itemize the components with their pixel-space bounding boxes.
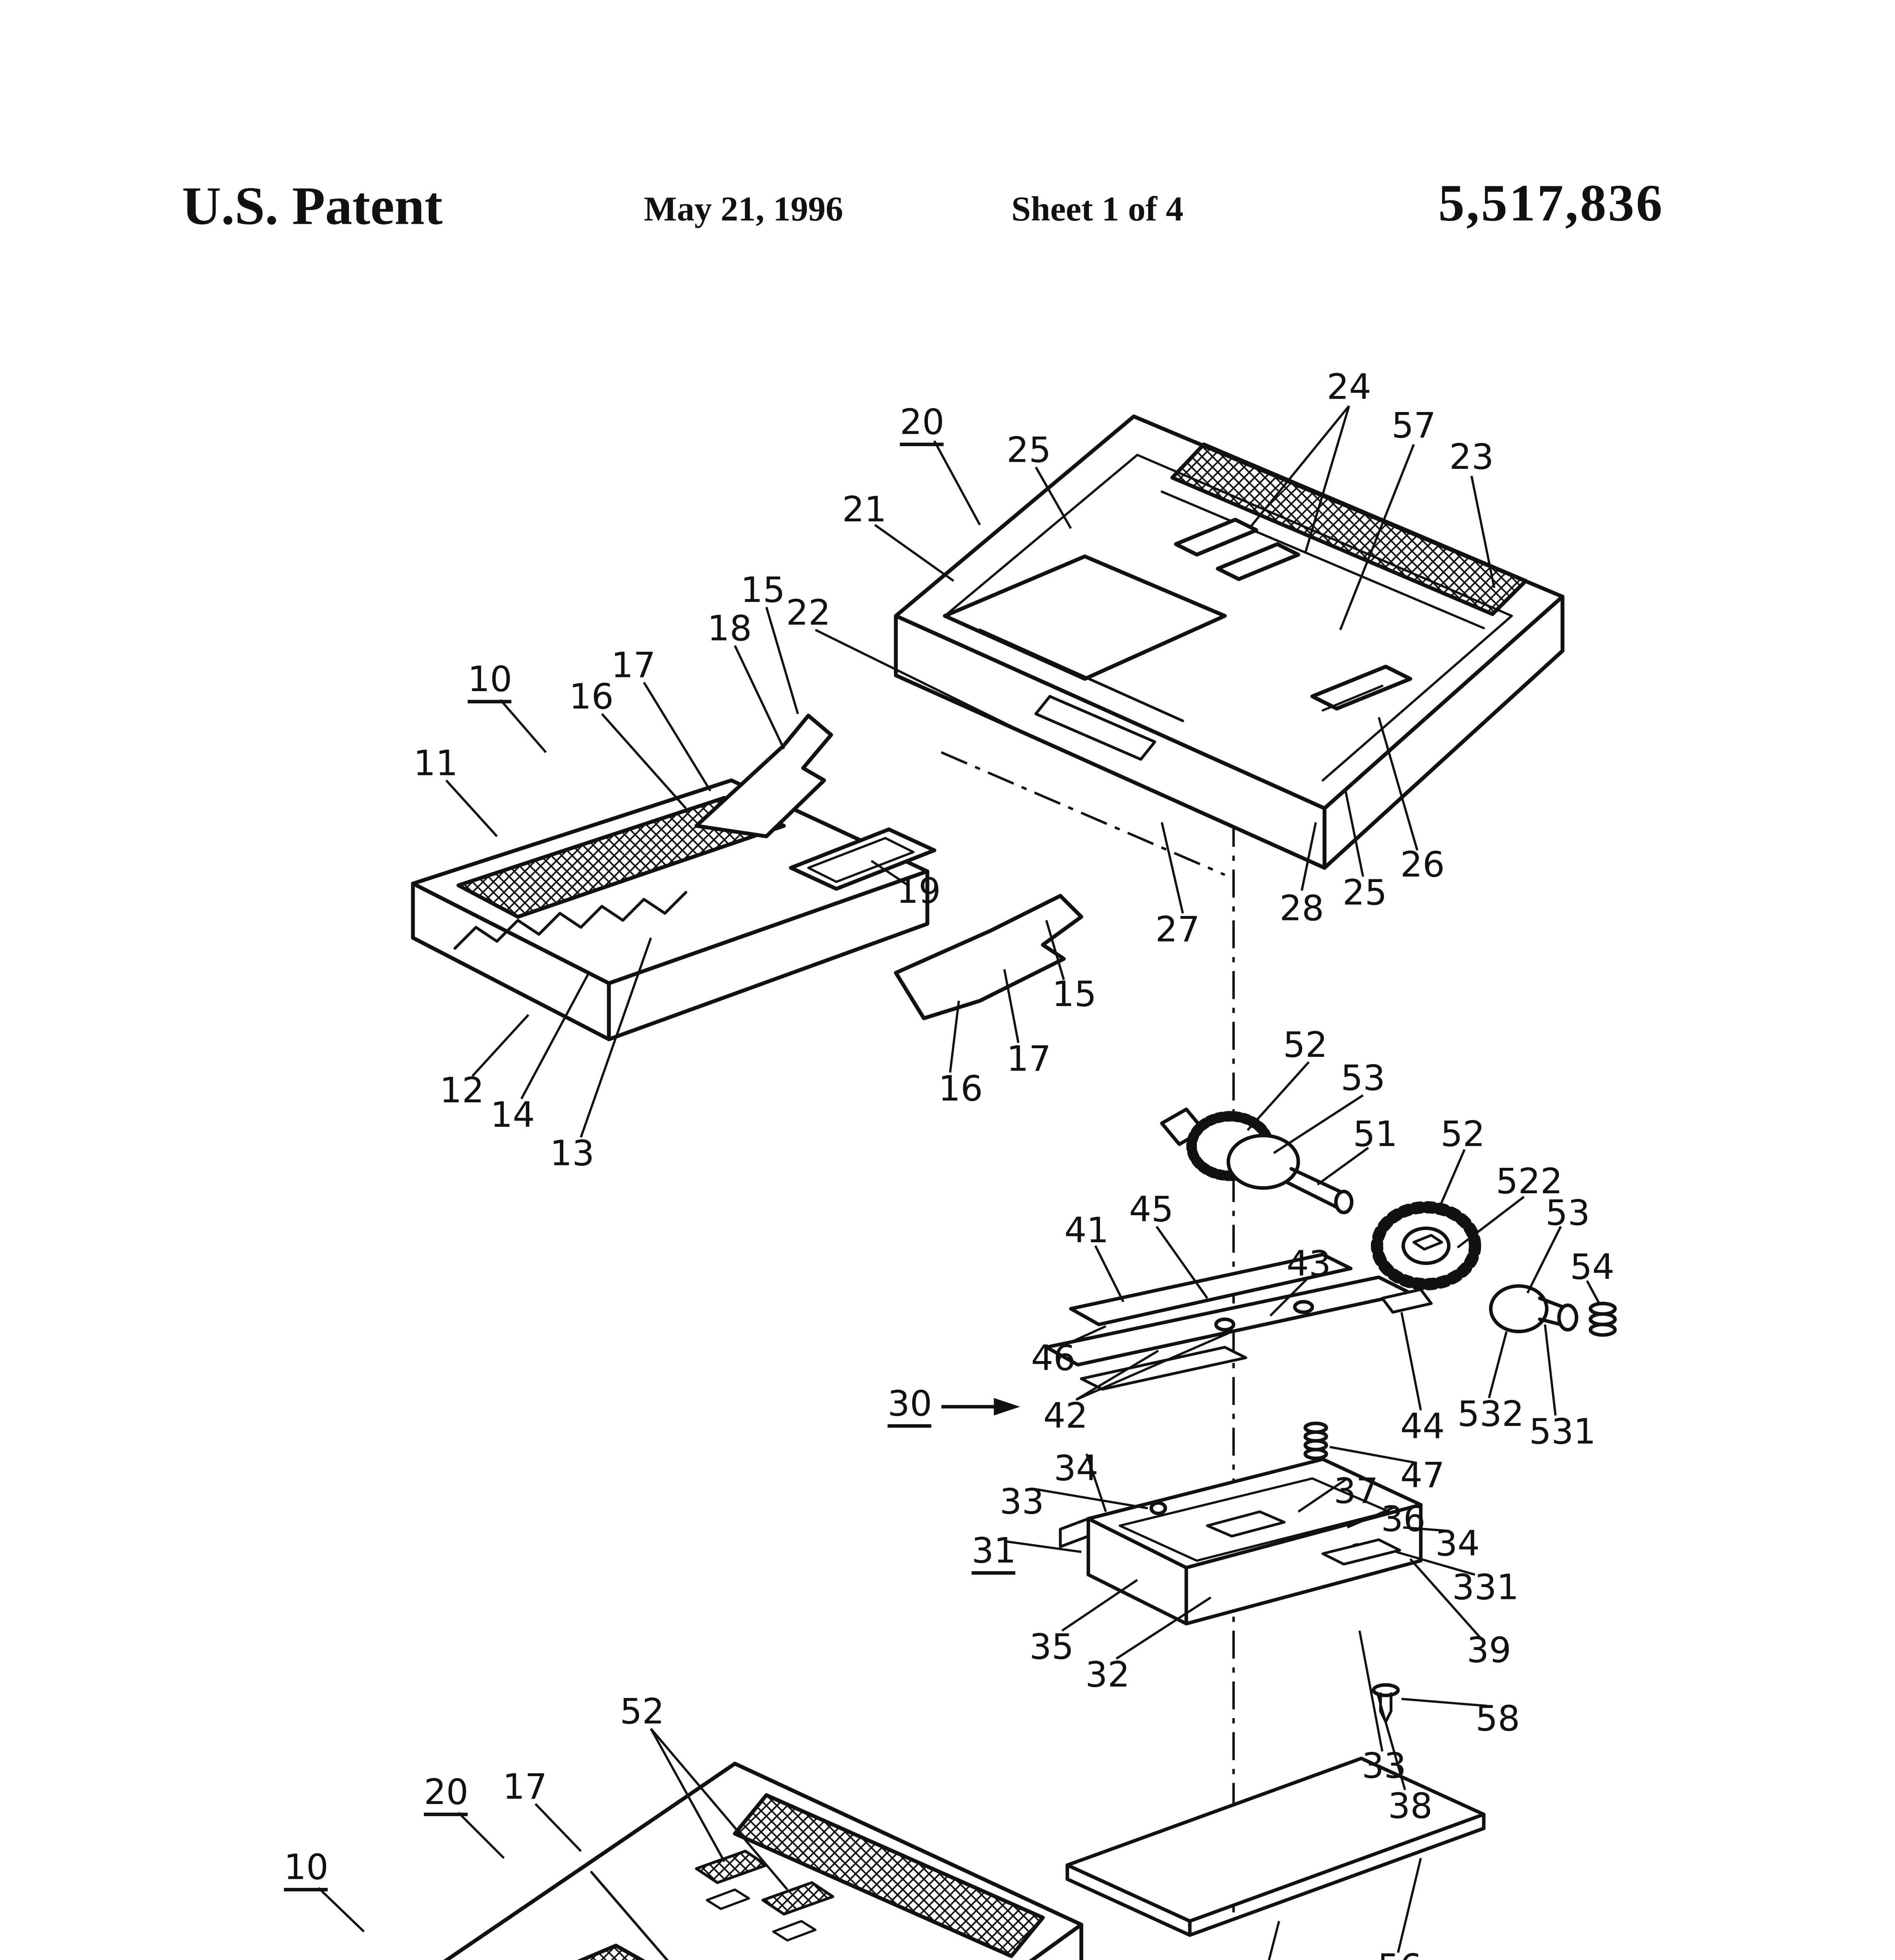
ref-numeral-522: 522 — [1496, 1160, 1563, 1202]
female-buckle-drawing — [894, 414, 1565, 870]
center-axis-line — [941, 751, 1235, 1921]
ref-numeral-20: 20 — [424, 1774, 468, 1817]
ref-numeral-331: 331 — [1452, 1566, 1519, 1608]
ref-numeral-10: 10 — [284, 1849, 329, 1891]
ref-numeral-33: 33 — [1361, 1744, 1407, 1787]
patent-header-title: U.S. Patent — [182, 175, 443, 236]
ref-numeral-24: 24 — [1327, 365, 1372, 408]
ref-numeral-28: 28 — [1279, 887, 1324, 929]
male-buckle-drawing — [411, 713, 1084, 1042]
ref-numeral-30: 30 — [888, 1386, 932, 1428]
patent-header-date: May 21, 1996 — [644, 191, 843, 229]
ref-numeral-37: 37 — [1334, 1470, 1378, 1512]
patent-header-number: 5,517,836 — [1438, 175, 1664, 233]
ref-numeral-27: 27 — [1155, 908, 1200, 950]
ref-numeral-25: 25 — [1006, 428, 1051, 471]
patent-header-sheet: Sheet 1 of 4 — [1011, 191, 1183, 229]
ref-numeral-15: 15 — [741, 568, 785, 611]
ref-numeral-43: 43 — [1286, 1242, 1331, 1285]
ref-numeral-20: 20 — [900, 404, 945, 446]
ref-numeral-51: 51 — [1353, 1112, 1398, 1155]
ref-numeral-14: 14 — [490, 1093, 535, 1136]
assembly-arrow-icon — [994, 1398, 1020, 1416]
ref-numeral-17: 17 — [503, 1765, 547, 1808]
leader-lines — [318, 405, 1601, 1960]
ref-numeral-41: 41 — [1064, 1209, 1109, 1251]
ref-numeral-39: 39 — [1467, 1629, 1512, 1671]
ref-numeral-52: 52 — [1440, 1112, 1485, 1155]
ref-numeral-33: 33 — [999, 1480, 1044, 1523]
ref-numeral-22: 22 — [786, 591, 831, 633]
ref-numeral-17: 17 — [1006, 1037, 1051, 1080]
ref-numeral-32: 32 — [1085, 1653, 1130, 1696]
ref-numeral-532: 532 — [1457, 1392, 1525, 1435]
lock-assembly-drawing — [1044, 1107, 1617, 1937]
ref-numeral-34: 34 — [1054, 1447, 1098, 1489]
ref-numeral-53: 53 — [1545, 1191, 1590, 1234]
assembled-buckle-drawing — [443, 1762, 1084, 1960]
ref-numeral-34: 34 — [1435, 1522, 1480, 1564]
ref-numeral-38: 38 — [1388, 1784, 1433, 1827]
ref-numeral-52: 52 — [1283, 1024, 1328, 1066]
ref-numeral-531: 531 — [1529, 1410, 1596, 1452]
ref-numeral-53: 53 — [1341, 1056, 1385, 1099]
ref-numeral-54: 54 — [1570, 1245, 1615, 1288]
ref-numeral-52: 52 — [620, 1690, 664, 1732]
ref-numeral-35: 35 — [1029, 1625, 1074, 1668]
ref-numeral-26: 26 — [1400, 843, 1445, 886]
ref-numeral-10: 10 — [467, 661, 512, 704]
ref-numeral-36: 36 — [1381, 1497, 1426, 1540]
ref-numeral-12: 12 — [439, 1069, 485, 1111]
ref-numeral-17: 17 — [611, 644, 656, 686]
ref-numeral-19: 19 — [896, 869, 941, 912]
ref-numeral-46: 46 — [1031, 1337, 1076, 1379]
ref-numeral-58: 58 — [1475, 1697, 1520, 1739]
ref-numeral-18: 18 — [707, 607, 752, 649]
ref-numeral-11: 11 — [413, 742, 458, 784]
ref-numeral-13: 13 — [550, 1132, 595, 1174]
ref-numeral-16: 16 — [938, 1067, 983, 1109]
ref-numeral-16: 16 — [569, 675, 614, 717]
ref-numeral-56: 56 — [1378, 1949, 1422, 1960]
ref-numeral-31: 31 — [971, 1533, 1016, 1575]
ref-numeral-47: 47 — [1400, 1454, 1445, 1496]
ref-numeral-25: 25 — [1342, 871, 1387, 913]
ref-numeral-42: 42 — [1043, 1394, 1088, 1437]
ref-numeral-21: 21 — [842, 488, 887, 530]
ref-numeral-44: 44 — [1400, 1405, 1445, 1447]
ref-numeral-23: 23 — [1449, 436, 1494, 478]
ref-numeral-15: 15 — [1052, 973, 1097, 1015]
ref-numeral-45: 45 — [1129, 1188, 1174, 1230]
ref-numeral-57: 57 — [1391, 404, 1436, 446]
